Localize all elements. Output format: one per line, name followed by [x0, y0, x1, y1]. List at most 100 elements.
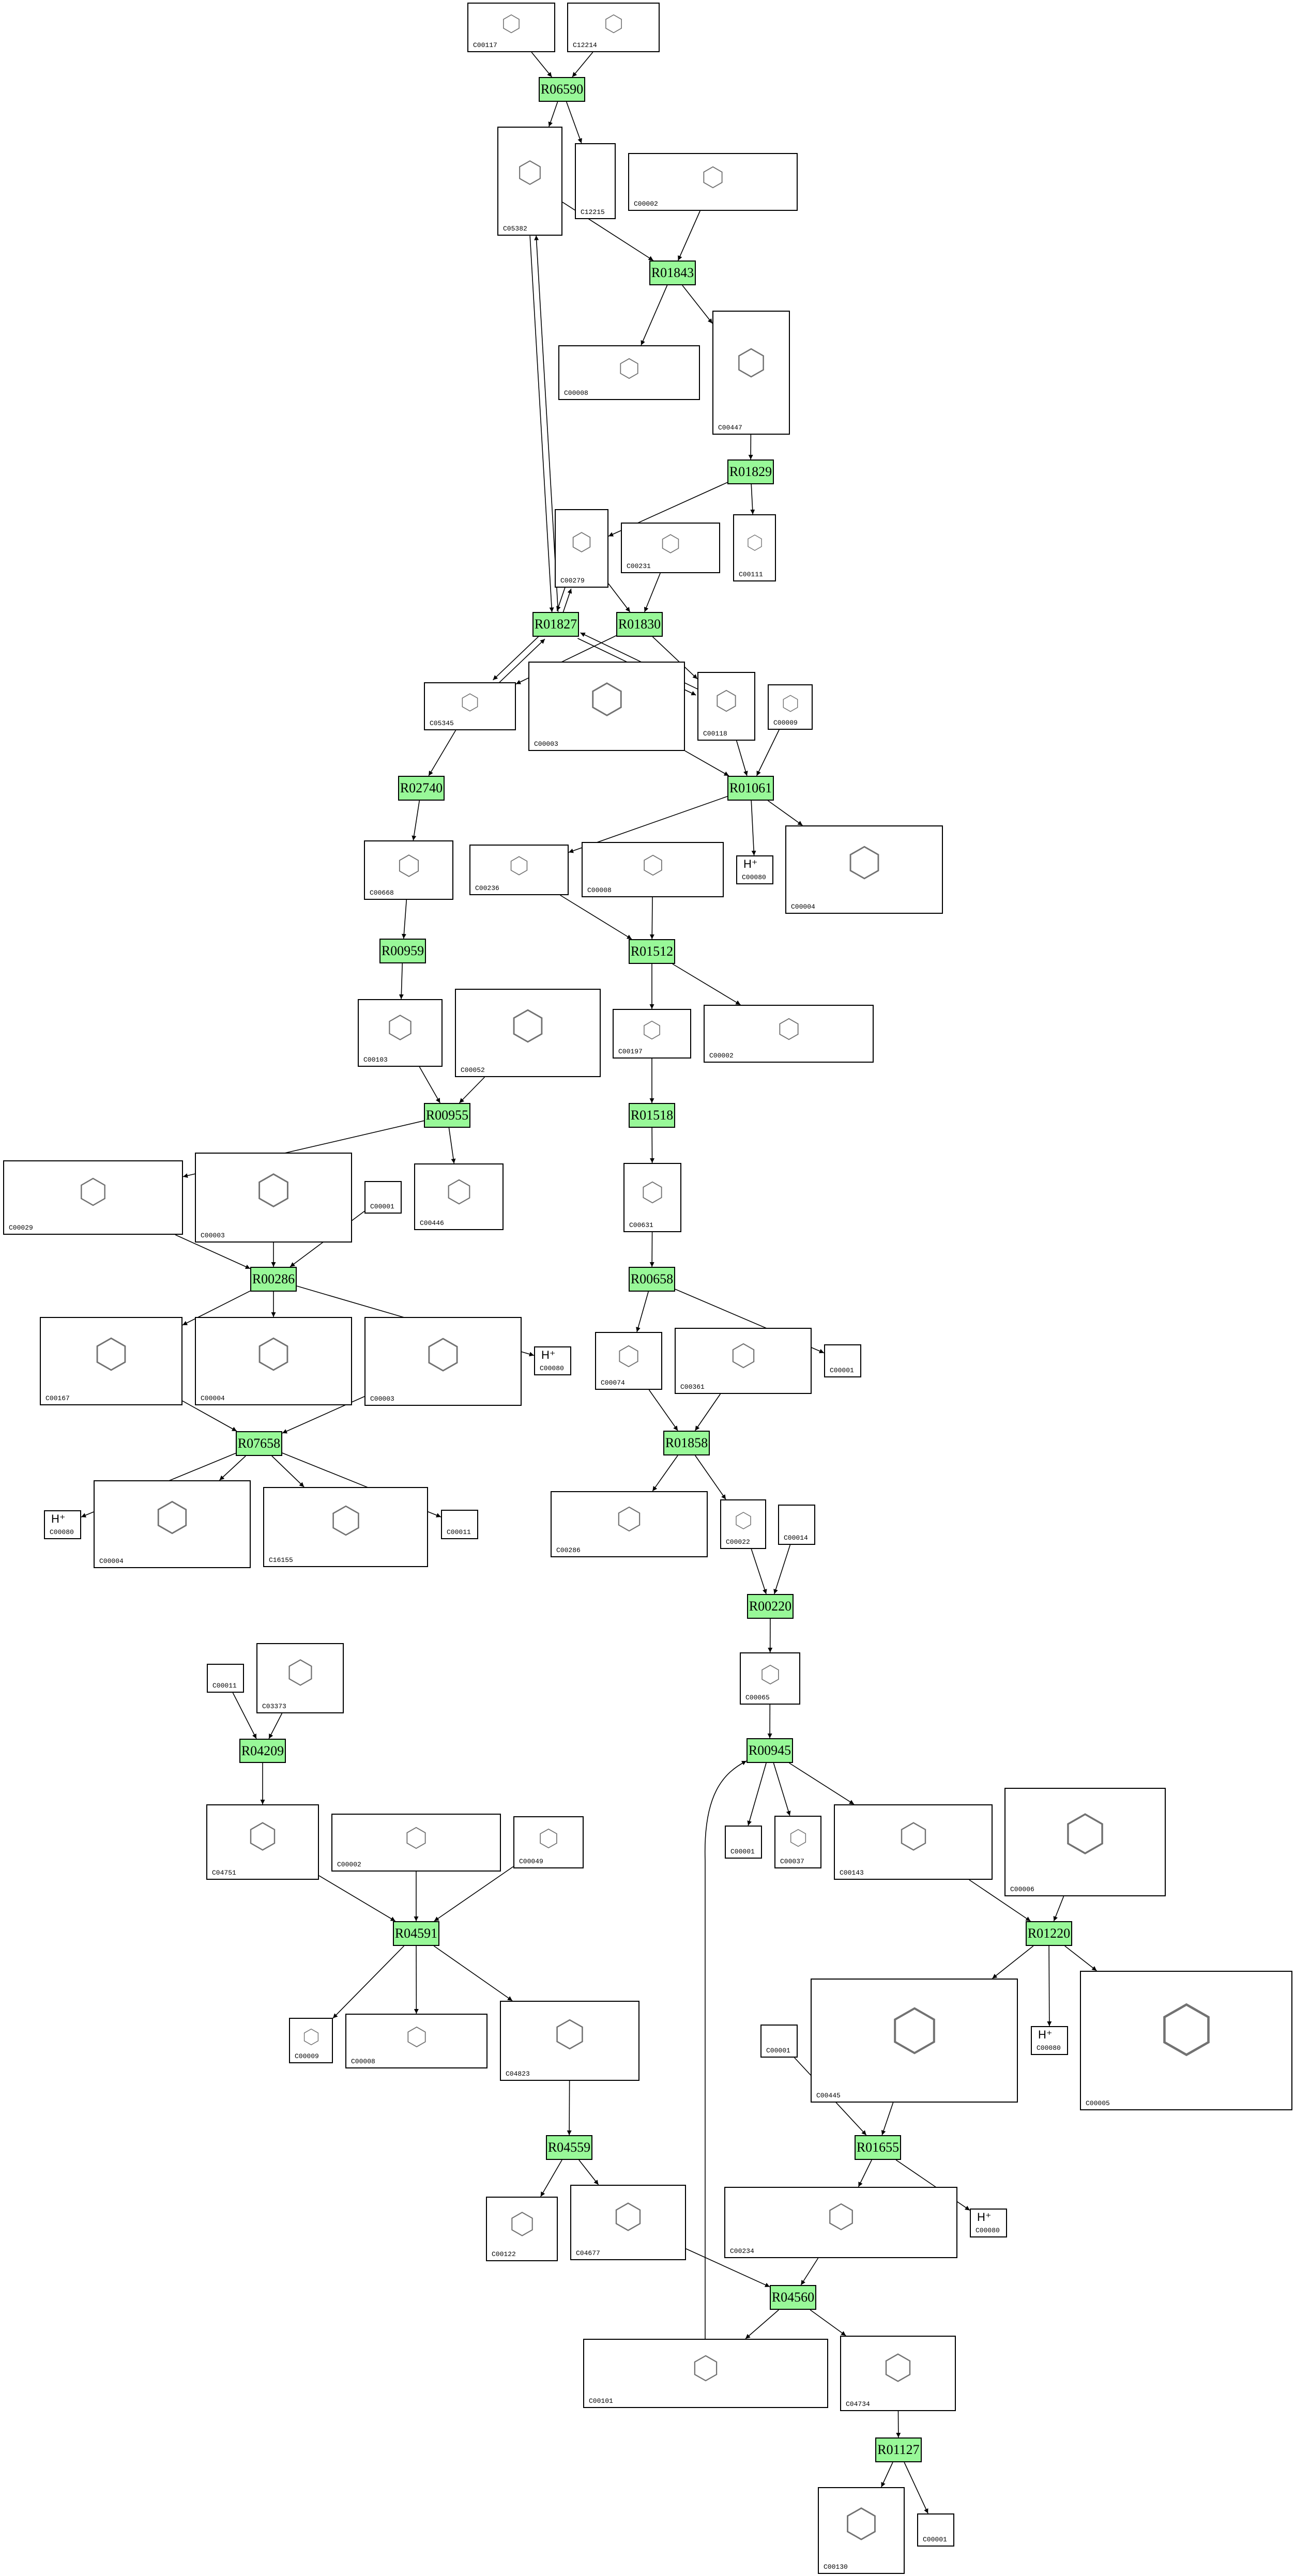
compound-node[interactable]: C00117	[467, 3, 555, 52]
compound-node[interactable]: C00668	[364, 840, 453, 900]
reaction-node[interactable]: R01220	[1026, 1921, 1072, 1946]
structure-icon	[332, 1505, 359, 1536]
compound-node[interactable]: C00004	[195, 1317, 352, 1405]
reaction-node[interactable]: R00955	[424, 1103, 470, 1128]
compound-node[interactable]: C00006	[1004, 1788, 1166, 1896]
compound-id-label: C00008	[351, 2058, 375, 2065]
reaction-node[interactable]: R04591	[393, 1921, 439, 1946]
structure-icon	[619, 1345, 638, 1368]
reaction-node[interactable]: R01655	[855, 2135, 901, 2160]
compound-node[interactable]: C00074	[595, 1332, 662, 1390]
reaction-node[interactable]: R01518	[629, 1103, 675, 1128]
compound-node[interactable]: C00446	[414, 1163, 504, 1230]
reaction-node[interactable]: R04209	[239, 1739, 286, 1763]
compound-node[interactable]: C00001	[824, 1344, 861, 1377]
structure-icon	[288, 1659, 312, 1686]
compound-node[interactable]: C04677	[570, 2185, 686, 2260]
reaction-node[interactable]: R01512	[629, 939, 675, 964]
compound-node[interactable]: C00008	[582, 842, 724, 897]
compound-node[interactable]: C00001	[917, 2513, 954, 2547]
reaction-edge-arrow	[895, 2159, 970, 2211]
compound-node[interactable]: C00052	[455, 989, 601, 1077]
compound-node[interactable]: C04751	[206, 1804, 319, 1880]
reaction-node[interactable]: R07658	[236, 1431, 282, 1456]
compound-node[interactable]: C00008	[558, 345, 700, 400]
compound-node[interactable]: C03373	[256, 1643, 344, 1713]
reaction-node[interactable]: R01858	[663, 1431, 710, 1455]
compound-node[interactable]: C00001	[364, 1181, 402, 1214]
compound-node[interactable]: C00361	[675, 1328, 812, 1394]
reaction-node[interactable]: R00945	[746, 1738, 793, 1763]
reaction-edge-arrow	[641, 285, 668, 346]
reaction-node[interactable]: R01829	[727, 459, 774, 484]
reaction-node[interactable]: R04559	[546, 2135, 592, 2160]
compound-node[interactable]: C00005	[1080, 1971, 1292, 2110]
compound-node[interactable]: H⁺C00080	[736, 855, 773, 884]
compound-node[interactable]: C00101	[583, 2339, 828, 2408]
compound-node[interactable]: C00002	[628, 153, 798, 211]
reaction-node[interactable]: R01830	[616, 612, 663, 637]
compound-node[interactable]: H⁺C00080	[44, 1510, 81, 1539]
compound-node[interactable]: C00029	[3, 1160, 183, 1235]
compound-node[interactable]: C00065	[740, 1652, 800, 1705]
reaction-node[interactable]: R00959	[379, 939, 426, 963]
compound-node[interactable]: C00234	[724, 2187, 957, 2258]
compound-node[interactable]: C00003	[528, 662, 685, 751]
compound-node[interactable]: C00002	[331, 1814, 501, 1872]
reaction-edge-arrow	[992, 1945, 1034, 1979]
compound-node[interactable]: C00049	[513, 1816, 584, 1868]
compound-node[interactable]: C00008	[345, 2014, 487, 2068]
compound-node[interactable]: C04734	[840, 2336, 956, 2411]
compound-node[interactable]: C00001	[760, 2025, 798, 2058]
compound-node[interactable]: C00143	[834, 1804, 993, 1880]
compound-node[interactable]: H⁺C00080	[534, 1346, 571, 1375]
compound-node[interactable]: C00279	[555, 509, 608, 588]
compound-node[interactable]: C00103	[358, 999, 443, 1067]
compound-node[interactable]: C00167	[40, 1317, 182, 1405]
compound-node[interactable]: C00022	[720, 1499, 766, 1549]
reaction-edge-arrow	[567, 2080, 572, 2136]
compound-node[interactable]: C00037	[774, 1816, 821, 1868]
compound-node[interactable]: C00009	[289, 2018, 333, 2063]
compound-node[interactable]: C00004	[94, 1480, 251, 1568]
compound-node[interactable]: C12214	[567, 3, 660, 52]
reaction-node[interactable]: R00286	[250, 1267, 297, 1292]
compound-node[interactable]: C00011	[441, 1510, 478, 1539]
structure-icon	[258, 1337, 288, 1371]
reaction-node[interactable]: R01061	[727, 776, 774, 801]
compound-node[interactable]: C00009	[768, 684, 813, 730]
compound-node[interactable]: C00002	[704, 1005, 874, 1063]
compound-node[interactable]: C00111	[733, 514, 776, 581]
compound-node[interactable]: C00286	[551, 1491, 708, 1557]
compound-node[interactable]: C00197	[613, 1009, 691, 1059]
compound-node[interactable]: C00014	[778, 1505, 815, 1545]
compound-node[interactable]: C00001	[725, 1826, 762, 1859]
compound-node[interactable]: C12215	[575, 143, 616, 219]
compound-node[interactable]: C00130	[818, 2487, 905, 2574]
reaction-node[interactable]: R01827	[532, 612, 579, 637]
compound-node[interactable]: C00003	[364, 1317, 522, 1406]
reaction-node[interactable]: R01843	[649, 260, 696, 285]
reaction-node[interactable]: R06590	[539, 77, 585, 102]
compound-node[interactable]: H⁺C00080	[970, 2209, 1007, 2237]
compound-node[interactable]: C00447	[712, 311, 790, 435]
compound-node[interactable]: C00011	[207, 1664, 244, 1693]
compound-node[interactable]: C00231	[621, 523, 720, 573]
compound-node[interactable]: C00004	[785, 825, 943, 914]
compound-node[interactable]: C00445	[811, 1979, 1018, 2103]
compound-node[interactable]: C04823	[500, 2001, 639, 2081]
reaction-node[interactable]: R02740	[398, 776, 445, 801]
compound-node[interactable]: C05345	[424, 682, 516, 730]
reaction-node[interactable]: R00220	[747, 1594, 794, 1619]
reaction-node[interactable]: R04560	[770, 2285, 816, 2310]
compound-node[interactable]: C00631	[623, 1163, 681, 1232]
compound-node[interactable]: C00118	[697, 672, 755, 741]
compound-node[interactable]: C00236	[469, 845, 569, 895]
compound-node[interactable]: C05382	[497, 127, 562, 236]
compound-node[interactable]: C00003	[195, 1153, 352, 1243]
compound-node[interactable]: H⁺C00080	[1031, 2026, 1068, 2055]
compound-node[interactable]: C00122	[486, 2197, 558, 2261]
reaction-node[interactable]: R00658	[629, 1267, 675, 1292]
reaction-node[interactable]: R01127	[875, 2437, 922, 2462]
compound-node[interactable]: C16155	[263, 1487, 428, 1567]
